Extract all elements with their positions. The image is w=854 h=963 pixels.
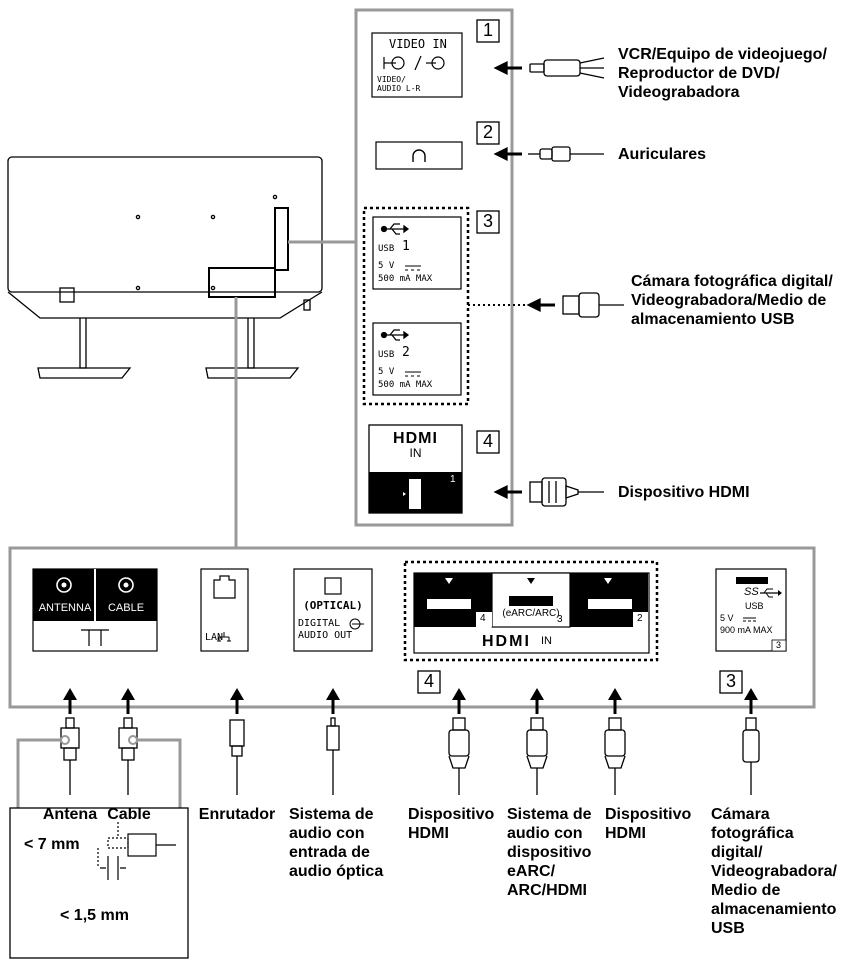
video-in-title: VIDEO IN [389,37,447,51]
label-optical-system: Sistema de audio con entrada de audio óp… [289,806,384,880]
hdmi-port-3-number: 3 [557,614,563,625]
dimension-1-5mm: < 1,5 mm [60,907,129,924]
headphone-port-box [375,141,463,170]
label-hdmi-device-a: Dispositivo HDMI [408,806,495,842]
side-connectors [493,57,624,507]
leader-lines [234,240,356,548]
hdmi-group-outline [403,560,659,662]
label-enrutador: Enrutador [198,806,276,823]
hdmi-side-socket [409,479,421,509]
hdmi-port-2-number: 2 [637,613,643,624]
label-camera-bottom: Cámara fotográfica digital/ Videograbado… [711,806,837,937]
cable-label: CABLE [107,602,145,614]
lan-label: LAN [205,632,224,643]
coax-detail-box [9,807,189,959]
dimension-7mm: < 7 mm [24,836,80,853]
usb3-port [715,568,787,652]
usb1-current: 500 mA MAX [378,274,433,284]
label-hdmi-device-side: Dispositivo HDMI [618,484,750,501]
label-hdmi-device-b: Dispositivo HDMI [605,806,692,842]
digital-label: DIGITAL [298,618,341,629]
hdmi-side-port-number: 1 [450,474,456,485]
usb1-number: 1 [402,239,410,254]
callout-bottom-3: 3 [725,671,736,691]
hdmi-bottom-ports [413,572,650,654]
antenna-label: ANTENNA [38,602,92,614]
callout-box-1 [476,19,500,43]
usb1-voltage: 5 V [378,261,395,271]
antenna-cable-port [32,568,158,652]
callout-box-3 [476,210,500,234]
dc-symbol-usb1 [405,265,421,271]
hdmi-side-arrow-icon [403,492,406,496]
callout-box-4 [476,430,500,454]
callout-number-4: 4 [482,431,493,451]
label-cable: Cable [107,806,151,823]
callout-number-1: 1 [482,20,493,40]
label-vcr-devices: VCR/Equipo de videojuego/ Reproductor de… [618,46,827,101]
bottom-panel-frame [8,546,816,709]
label-earc-system: Sistema de audio con dispositivo eARC/ A… [507,806,592,899]
label-headphones: Auriculares [618,146,707,163]
tv-back-view [7,156,323,379]
coax-detail-callout [16,738,182,808]
usb3-usb-label: USB [745,601,764,611]
video-in-sub2: AUDIO L-R [377,84,421,93]
usb1-port-box [372,216,462,290]
usb2-port-box [372,322,462,396]
video-in-sub1: VIDEO/ [377,75,406,84]
usb2-number: 2 [402,345,410,360]
optical-label: (OPTICAL) [303,599,363,612]
usb1-icon [380,223,410,235]
hdmi-side-in: IN [409,446,422,460]
hdmi-bottom-logo: HDMI [482,633,531,650]
side-panel-frame [354,8,514,527]
usb3-number: 3 [776,640,782,650]
headphone-icon [412,149,426,162]
label-camera-side: Cámara fotográfica digital/ Videograbado… [631,273,833,328]
video-in-port-box [371,32,463,98]
callout-bottom-4: 4 [423,671,434,691]
usb2-current: 500 mA MAX [378,380,433,390]
usb3-voltage: 5 V [720,613,734,623]
hdmi-side-logo: HDMI [393,430,438,447]
usb3-current: 900 mA MAX [720,625,773,635]
hdmi-bottom-in: IN [541,635,552,647]
dc-symbol-usb2 [405,371,421,377]
label-antena: Antena [42,806,98,823]
callout-number-2: 2 [482,122,493,142]
usb2-label: USB [378,350,395,360]
usb3-ss-label: SS [744,586,759,598]
usb2-icon [380,329,410,341]
usb1-label: USB [378,244,395,254]
hdmi-port-4-number: 4 [480,613,486,624]
hdmi-earc-label: (eARC/ARC) [502,608,560,619]
video-in-port-icon [383,55,445,71]
callout-box-bottom-4 [417,670,441,694]
coax-detail-drawing [97,822,176,880]
optical-port [293,568,373,652]
callout-number-3: 3 [482,211,493,231]
lan-port [200,568,249,652]
audio-out-label: AUDIO OUT [298,630,353,641]
callout-box-2 [476,121,500,145]
usb2-voltage: 5 V [378,367,395,377]
callout-box-bottom-3 [719,670,743,694]
